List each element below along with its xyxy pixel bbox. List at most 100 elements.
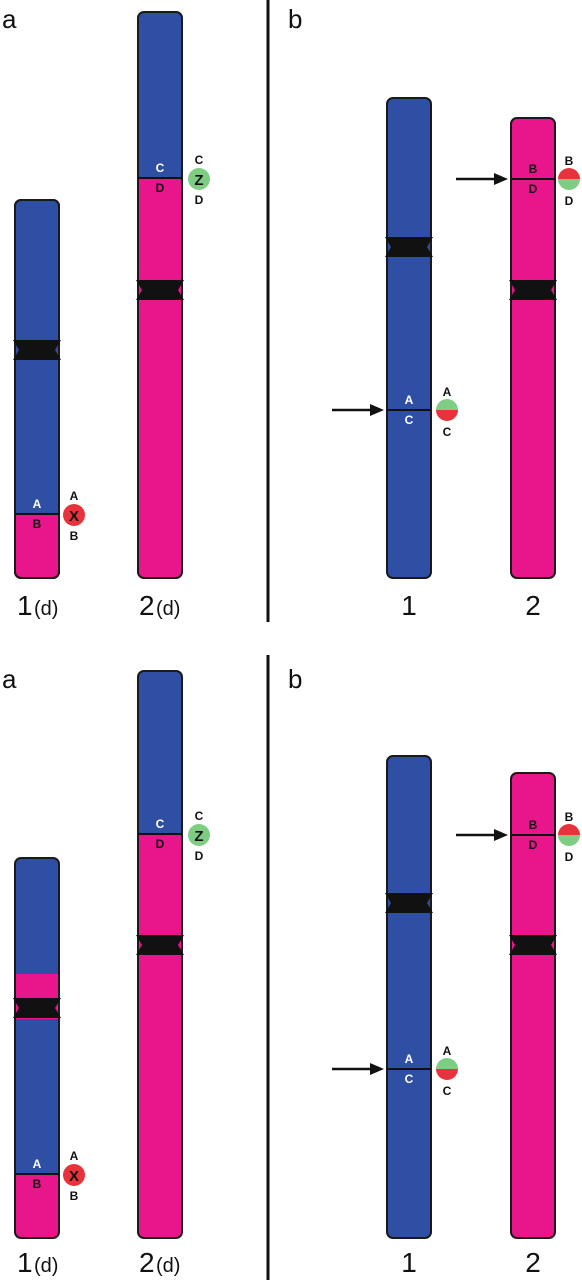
chromosome-a2: C D	[136, 670, 184, 1239]
chromosome-a1-suffix: (d)	[34, 598, 58, 620]
chromosome-a1: A B	[13, 857, 61, 1239]
marker-z-bottom: D	[195, 193, 204, 207]
marker-b1-top: A	[443, 1044, 452, 1058]
marker-red-half	[558, 168, 580, 179]
breakpoint-label-bottom: B	[33, 517, 42, 531]
chromosome-b1-label: 1	[401, 590, 417, 621]
marker-red-half	[558, 824, 580, 835]
marker-b1-bottom: C	[443, 425, 452, 439]
marker-z-circle	[188, 168, 210, 190]
panel-bottom: a b A B X A B 1 (d) C D	[2, 664, 580, 1278]
label-a: a	[2, 4, 17, 34]
centromere	[385, 237, 433, 257]
chromosome-a1-label: 1	[17, 1247, 33, 1278]
marker-z: Z C D	[188, 809, 210, 863]
marker-green-half	[436, 1058, 458, 1069]
arrow-head-icon	[494, 173, 508, 185]
chromosome-b1: A C	[385, 755, 433, 1239]
marker-b1-split: A C	[436, 1044, 458, 1098]
marker-x: X A B	[63, 1149, 85, 1203]
breakpoint-label-bottom: D	[156, 837, 165, 851]
marker-x-letter: X	[69, 508, 79, 525]
breakpoint-label-top: A	[33, 1157, 42, 1171]
chromosome-a2-label: 2	[139, 590, 155, 621]
blue-segment	[15, 858, 59, 974]
arrow-b2	[456, 829, 508, 841]
centromere	[385, 893, 433, 913]
centromere	[13, 340, 61, 360]
chromosome-body	[386, 755, 432, 1239]
breakpoint-label-bottom: D	[529, 182, 538, 196]
label-b: b	[288, 4, 302, 34]
breakpoint-label-top: A	[405, 393, 414, 407]
marker-green-half	[558, 835, 580, 846]
centromere	[509, 280, 557, 300]
centromere	[136, 280, 184, 300]
centromere	[13, 998, 61, 1018]
label-b: b	[288, 664, 302, 694]
chromosome-body	[386, 97, 432, 579]
chromosome-a2-suffix: (d)	[156, 598, 180, 620]
marker-x-bottom: B	[70, 1189, 79, 1203]
marker-b2-split: B D	[558, 810, 580, 864]
chromosome-a1-suffix: (d)	[34, 1255, 58, 1277]
chromosome-b2: B D	[509, 117, 557, 579]
chromosome-a2-suffix: (d)	[156, 1255, 180, 1277]
blue-segment-lower	[16, 1019, 58, 1173]
marker-red-half	[436, 410, 458, 421]
arrow-b1	[332, 404, 384, 416]
arrow-head-icon	[370, 404, 384, 416]
breakpoint-label-top: B	[529, 818, 538, 832]
marker-b2-top: B	[565, 154, 574, 168]
marker-z-top: C	[195, 153, 204, 167]
marker-x-top: A	[70, 1149, 79, 1163]
breakpoint-label-bottom: C	[405, 413, 414, 427]
marker-b2-split: B D	[558, 154, 580, 208]
chromosome-b2: B D	[509, 772, 557, 1239]
marker-b1-bottom: C	[443, 1084, 452, 1098]
breakpoint-label-bottom: C	[405, 1072, 414, 1086]
marker-b2-top: B	[565, 810, 574, 824]
arrow-b2	[456, 173, 508, 185]
centromere	[509, 935, 557, 955]
breakpoint-label-top: C	[156, 161, 165, 175]
marker-b2-bottom: D	[565, 194, 574, 208]
breakpoint-label-bottom: B	[33, 1177, 42, 1191]
arrow-b1	[332, 1063, 384, 1075]
centromere	[136, 935, 184, 955]
marker-z-top: C	[195, 809, 204, 823]
marker-x-circle	[63, 1164, 85, 1186]
chromosome-a2-label: 2	[139, 1247, 155, 1278]
breakpoint-label-top: B	[529, 162, 538, 176]
chromosome-outline	[14, 857, 60, 1239]
marker-x-top: A	[70, 489, 79, 503]
chromosome-b1: A C	[385, 97, 433, 579]
breakpoint-label-top: C	[156, 817, 165, 831]
breakpoint-label-bottom: D	[156, 181, 165, 195]
breakpoint-label-top: A	[405, 1052, 414, 1066]
marker-x-circle	[63, 504, 85, 526]
label-a: a	[2, 664, 17, 694]
chromosome-a1: A B	[13, 199, 61, 579]
arrow-head-icon	[494, 829, 508, 841]
marker-x-bottom: B	[70, 529, 79, 543]
arrow-head-icon	[370, 1063, 384, 1075]
marker-z-letter: Z	[194, 828, 203, 845]
marker-b1-top: A	[443, 385, 452, 399]
marker-z-bottom: D	[195, 849, 204, 863]
chromosome-outline	[14, 199, 60, 579]
marker-z-circle	[188, 824, 210, 846]
marker-b1-split: A C	[436, 385, 458, 439]
breakpoint-label-bottom: D	[529, 838, 538, 852]
breakpoint-label-top: A	[33, 497, 42, 511]
chromosome-body	[510, 772, 556, 1239]
chromosome-b2-label: 2	[525, 590, 541, 621]
chromosome-b1-label: 1	[401, 1247, 417, 1278]
blue-segment	[138, 671, 182, 834]
marker-z: Z C D	[188, 153, 210, 207]
chromosome-a1-label: 1	[17, 590, 33, 621]
marker-green-half	[558, 179, 580, 190]
marker-x: X A B	[63, 489, 85, 543]
marker-b2-bottom: D	[565, 850, 574, 864]
